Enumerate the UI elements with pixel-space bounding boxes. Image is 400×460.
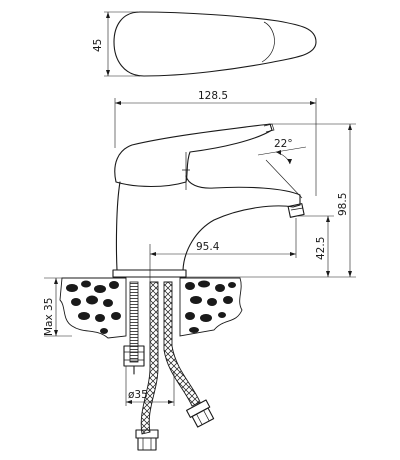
handle-top-outline	[113, 11, 317, 77]
threaded-stud	[129, 281, 139, 363]
handle-width-label: 45	[92, 39, 104, 52]
countertop-section: Max 35	[43, 277, 243, 339]
dim-arrow	[106, 12, 110, 18]
hose-fitting-right	[186, 399, 215, 428]
dim-arrow	[276, 150, 281, 155]
dim-arrow	[106, 70, 110, 76]
spout-reach-label: 95.4	[196, 241, 220, 253]
dim-arrow	[54, 330, 58, 336]
lever-tip	[263, 123, 275, 133]
dim-arrow	[150, 252, 156, 256]
handle-top-inner	[261, 21, 275, 63]
stone-pattern	[66, 280, 236, 334]
countertop-left	[59, 277, 127, 339]
spout-height-label: 42.5	[315, 237, 327, 260]
aerator	[287, 203, 305, 218]
aerator-detail	[290, 207, 304, 211]
dim-arrow	[168, 400, 174, 404]
dim-arrow	[310, 101, 316, 105]
dim-arrow	[54, 278, 58, 284]
dim-arrow	[326, 271, 330, 277]
angle-line-2	[265, 159, 303, 199]
handle-lever-side	[114, 123, 273, 187]
top-view: 45	[92, 11, 317, 77]
countertop-right	[179, 277, 243, 337]
handle-angle-label: 22°	[274, 138, 293, 150]
hose-nut-left	[137, 437, 157, 451]
dim-arrow	[348, 271, 352, 277]
dim-arrow	[348, 124, 352, 130]
angle-line-1	[257, 146, 307, 156]
handle-lever-detail	[182, 152, 190, 190]
side-view: 128.5 22° 98.5 42.5	[112, 90, 356, 282]
supply-hose-right	[163, 281, 201, 407]
dim-arrow	[115, 101, 121, 105]
supply-hose-left	[140, 281, 159, 435]
mounting-nut-detail	[124, 351, 144, 361]
faucet-base-ring	[112, 269, 187, 278]
under-counter-fittings: ø35	[123, 281, 215, 451]
dim-arrow	[287, 159, 292, 164]
dim-arrow	[126, 400, 132, 404]
overall-height-label: 98.5	[337, 193, 349, 216]
faucet-body	[115, 175, 301, 271]
dim-arrow	[326, 216, 330, 222]
angle-arc	[275, 151, 291, 165]
overall-length-label: 128.5	[198, 90, 228, 102]
hose-nut-left-detail	[142, 438, 152, 450]
dim-arrow	[290, 252, 296, 256]
mounting-diameter-label: ø35	[128, 389, 148, 401]
max-thickness-label: Max 35	[43, 298, 55, 336]
